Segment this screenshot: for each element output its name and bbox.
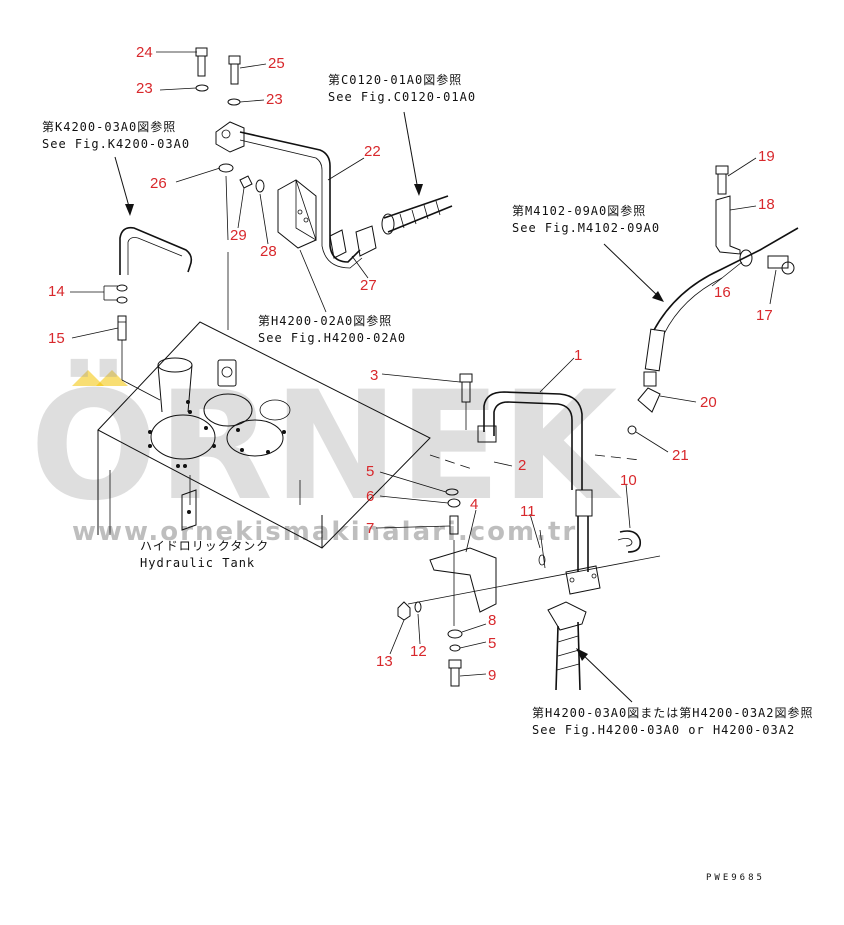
callout-12: 12: [410, 643, 427, 660]
callout-16: 16: [714, 284, 731, 301]
tank-label-jp: ハイドロリックタンク: [140, 539, 269, 553]
watermark-accent-right: [96, 370, 128, 386]
callout-22: 22: [364, 143, 381, 160]
ref-k4200-jp: 第K4200-03A0図参照: [42, 119, 176, 134]
callout-24: 24: [136, 44, 153, 61]
callout-5-bottom: 5: [488, 635, 496, 652]
callout-8: 8: [488, 612, 496, 629]
drawing-code: PWE9685: [706, 873, 765, 883]
ref-k4200-en: See Fig.K4200-03A0: [42, 137, 190, 151]
callout-21: 21: [672, 447, 689, 464]
ref-m4102-jp: 第M4102-09A0図参照: [512, 203, 646, 218]
callout-1: 1: [574, 347, 582, 364]
callout-labels: 24 25 23 23 22 26 29 28 27 14 15 19 18 1…: [48, 44, 775, 684]
leader-lines: [70, 51, 777, 677]
callout-15: 15: [48, 330, 65, 347]
tank-label-en: Hydraulic Tank: [140, 556, 255, 570]
callout-10: 10: [620, 472, 637, 489]
watermark-url: www.ornekismakinalari.com.tr: [72, 517, 577, 547]
suction-hose: [547, 601, 633, 703]
callout-17: 17: [756, 307, 773, 324]
callout-6: 6: [366, 488, 374, 505]
callout-27: 27: [360, 277, 377, 294]
ref-c0120-en: See Fig.C0120-01A0: [328, 90, 476, 104]
callout-23-right: 23: [266, 91, 283, 108]
callout-5-top: 5: [366, 463, 374, 480]
callout-14: 14: [48, 283, 65, 300]
callout-2: 2: [518, 457, 526, 474]
callout-7: 7: [366, 520, 374, 537]
watermark-accent-left: [72, 370, 104, 386]
callout-4: 4: [470, 496, 478, 513]
ref-h4200-03-jp: 第H4200-03A0図または第H4200-03A2図参照: [532, 705, 814, 720]
ref-m4102-en: See Fig.M4102-09A0: [512, 221, 660, 235]
pilot-hose-assembly: [603, 165, 799, 435]
hydraulic-tank: ハイドロリックタンク Hydraulic Tank: [97, 321, 431, 570]
ref-h4200-02-en: See Fig.H4200-02A0: [258, 331, 406, 345]
bracket-4-assembly: [397, 488, 497, 687]
ref-h4200-03-en: See Fig.H4200-03A0 or H4200-03A2: [532, 723, 795, 737]
callout-13: 13: [376, 653, 393, 670]
callout-23-left: 23: [136, 80, 153, 97]
callout-19: 19: [758, 148, 775, 165]
callout-9: 9: [488, 667, 496, 684]
callout-26: 26: [150, 175, 167, 192]
callout-28: 28: [260, 243, 277, 260]
callout-29: 29: [230, 227, 247, 244]
reference-notes: 第C0120-01A0図参照 See Fig.C0120-01A0 第K4200…: [42, 72, 814, 883]
callout-20: 20: [700, 394, 717, 411]
callout-3: 3: [370, 367, 378, 384]
callout-18: 18: [758, 196, 775, 213]
callout-11: 11: [520, 503, 536, 520]
pipe-22-assembly: [195, 47, 453, 330]
callout-25: 25: [268, 55, 285, 72]
ref-c0120-jp: 第C0120-01A0図参照: [328, 72, 462, 87]
ref-h4200-02-jp: 第H4200-02A0図参照: [258, 313, 392, 328]
pipe-1-assembly: [407, 373, 661, 605]
